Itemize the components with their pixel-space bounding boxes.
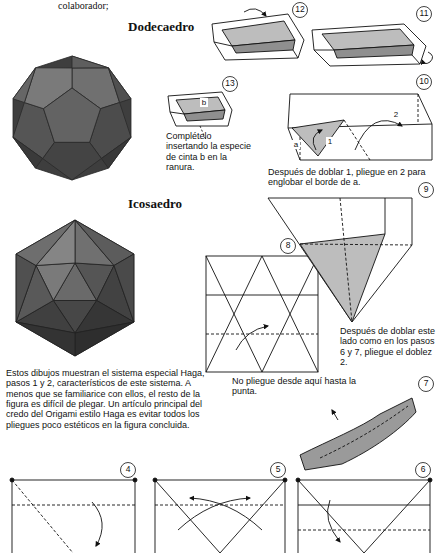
dodecahedron-model <box>13 56 131 180</box>
step-number: 13 <box>220 79 240 89</box>
step-8-diagram <box>206 256 318 372</box>
step-number: 11 <box>414 9 434 19</box>
fold-number: 1 <box>326 137 334 146</box>
instruction-note: No pliegue desde aquí hasta la punta. <box>232 376 362 397</box>
step-number: 5 <box>268 465 288 475</box>
step-number: 8 <box>278 241 298 251</box>
fold-number: 2 <box>392 110 400 119</box>
step-12-diagram <box>212 9 304 60</box>
instruction-note: Después de doblar este lado como en los … <box>340 326 436 367</box>
step-7-diagram <box>300 398 416 470</box>
step-number: 10 <box>414 77 434 87</box>
explanation-paragraph: Estos dibujos muestran el sistema especi… <box>6 368 210 430</box>
icosahedron-model <box>16 220 134 356</box>
step-number: 7 <box>416 379 436 389</box>
model-title: Icosaedro <box>128 197 238 212</box>
step-11-diagram <box>312 24 433 66</box>
step-5-diagram <box>153 478 287 553</box>
step-4-diagram <box>10 478 137 553</box>
model-title: Dodecaedro <box>128 20 238 35</box>
cut-text: colaborador; <box>58 0 148 12</box>
step-number: 9 <box>416 185 436 195</box>
step-number: 12 <box>290 5 310 15</box>
step-number: 6 <box>413 465 433 475</box>
step-9-diagram <box>268 198 412 322</box>
instruction-note: Complételo insertando la especie de cint… <box>166 131 256 172</box>
part-letter: a <box>292 140 300 149</box>
step-number: 4 <box>118 465 138 475</box>
step-10-diagram <box>288 94 432 160</box>
part-letter: b <box>200 98 208 107</box>
instruction-note: Después de doblar 1, pliegue en 2 para e… <box>268 167 436 188</box>
step-6-diagram <box>296 478 432 553</box>
